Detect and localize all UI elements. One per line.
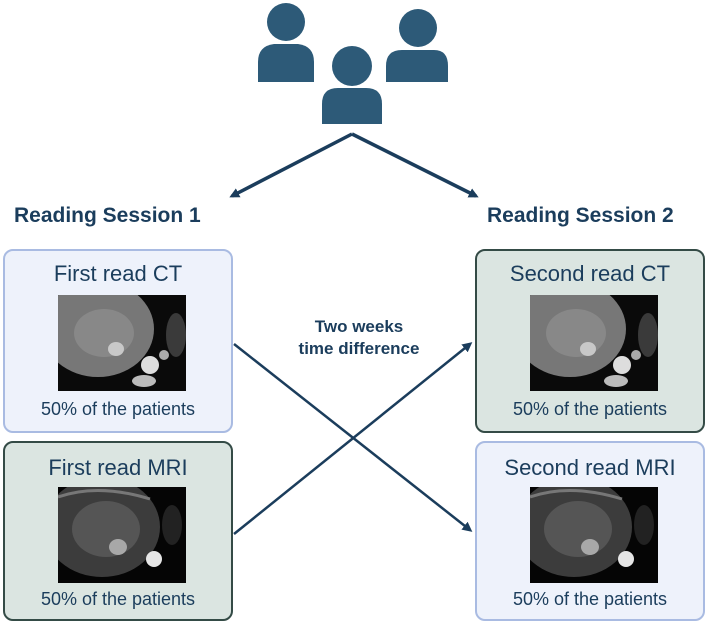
first-read-ct-footer: 50% of the patients	[40, 399, 196, 419]
first-read-mri-title: First read MRI	[48, 455, 188, 480]
first-read-ct-card: First read CT 50% of the patients	[3, 249, 233, 433]
second-read-mri-footer: 50% of the patients	[512, 589, 668, 609]
mri-scan-image	[58, 487, 186, 583]
time-difference-note: Two weeks time difference	[284, 316, 434, 360]
session-1-title: Reading Session 1	[14, 204, 201, 227]
time-difference-line-2: time difference	[298, 339, 420, 358]
first-read-ct-title: First read CT	[53, 261, 183, 286]
arrow-mri-to-second-ct	[233, 342, 473, 535]
time-difference-line-1: Two weeks	[314, 317, 404, 336]
readers-group-icon	[258, 3, 448, 124]
second-read-ct-card: Second read CT 50% of the patients	[475, 249, 705, 433]
second-read-ct-footer: 50% of the patients	[512, 399, 668, 419]
session-2-title: Reading Session 2	[487, 204, 674, 227]
first-read-mri-footer: 50% of the patients	[40, 589, 196, 609]
arrow-ct-to-second-mri	[233, 343, 473, 532]
arrow-to-session-1	[229, 132, 353, 198]
second-read-mri-title: Second read MRI	[504, 455, 676, 480]
ct-scan-image	[58, 295, 186, 391]
second-read-ct-title: Second read CT	[509, 261, 671, 286]
ct-scan-image	[530, 295, 658, 391]
arrow-to-session-2	[351, 132, 479, 198]
first-read-mri-card: First read MRI 50% of the patients	[3, 441, 233, 621]
second-read-mri-card: Second read MRI 50% of the patients	[475, 441, 705, 621]
mri-scan-image	[530, 487, 658, 583]
